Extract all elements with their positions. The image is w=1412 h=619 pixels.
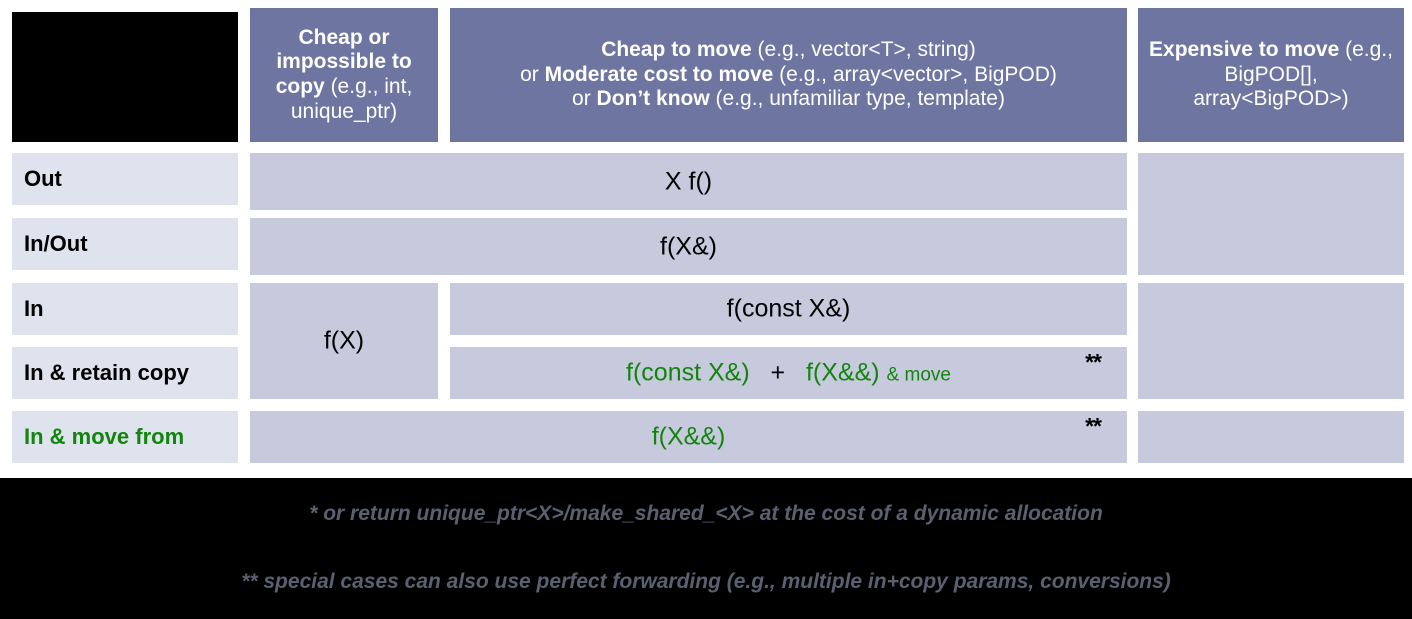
cell-expensive-in-and-retain-empty [1138,283,1404,399]
footnote-double-star: ** special cases can also use perfect fo… [241,570,1171,593]
cell-expensive-move-from-empty [1138,411,1404,463]
column-header-cheap-or-impossible-to-copy: Cheap or impossible to copy (e.g., int, … [250,8,438,142]
header-line3-bold: Don’t know [596,87,710,111]
footnote-marker-move-from: ** [1085,413,1102,439]
footnote-single-star: * or return unique_ptr<X>/make_shared_<X… [309,502,1103,525]
cell-out-signature-text: X f() [664,167,713,195]
row-label-in-and-retain-copy: In & retain copy [12,347,238,399]
header-bold-lead-expensive: Expensive to move [1149,38,1340,62]
row-label-in-and-retain-copy-text: In & retain copy [24,360,190,386]
cell-in-move-from-text: f(X&&) [651,422,726,451]
cell-in-const-ref-text: f(const X&) [726,294,851,323]
header-detail: (e.g., int, unique_ptr) [290,75,413,123]
footnote-marker-retain-copy: ** [1085,349,1102,375]
table-corner-placeholder [12,12,238,142]
header-line2-bold: Moderate cost to move [544,62,774,86]
cell-in-move-from: f(X&&) ** [250,411,1127,463]
header-line3-detail: (e.g., unfamiliar type, template) [709,87,1005,111]
header-line2-prefix: or [520,62,545,86]
cell-in-retain-copy-text: f(const X&) + f(X&&) & move [450,359,1127,388]
column-header-expensive-to-move: Expensive to move (e.g., BigPOD[], array… [1138,8,1404,142]
retain-copy-suffix: & move [886,364,951,386]
row-label-out: Out [12,153,238,205]
cell-in-retain-copy: f(const X&) + f(X&&) & move ** [450,347,1127,399]
cell-expensive-out-and-inout-empty [1138,153,1404,275]
cell-in-out-signature-text: f(X&) [660,232,717,260]
header-detail-expensive: (e.g., BigPOD[], array<BigPOD>) [1193,38,1393,111]
retain-copy-part1: f(const X&) [626,358,750,387]
row-label-in: In [12,283,238,335]
header-line1-detail: (e.g., vector<T>, string) [751,38,976,62]
header-bold-lead: Cheap or impossible to copy [275,25,412,98]
row-label-in-out: In/Out [12,218,238,270]
cell-out-signature: X f() [250,153,1127,210]
row-label-in-and-move-from-text: In & move from [24,424,185,450]
retain-copy-part2: f(X&&) [805,358,880,387]
column-header-cheap-to-move: Cheap to move (e.g., vector<T>, string) … [450,8,1127,142]
retain-copy-plus: + [770,358,786,387]
cell-in-by-value: f(X) [250,283,438,399]
row-label-in-text: In [24,296,44,322]
header-line3-prefix: or [572,87,597,111]
row-label-in-and-move-from: In & move from [12,411,238,463]
cell-in-const-ref: f(const X&) [450,283,1127,335]
cell-in-out-signature: f(X&) [250,218,1127,275]
row-label-out-text: Out [24,166,62,192]
cell-in-by-value-text: f(X) [323,326,365,355]
row-label-in-out-text: In/Out [24,231,88,257]
header-line2-detail: (e.g., array<vector>, BigPOD) [773,62,1057,86]
header-line1-bold: Cheap to move [601,38,752,62]
footer-band [0,478,1412,619]
